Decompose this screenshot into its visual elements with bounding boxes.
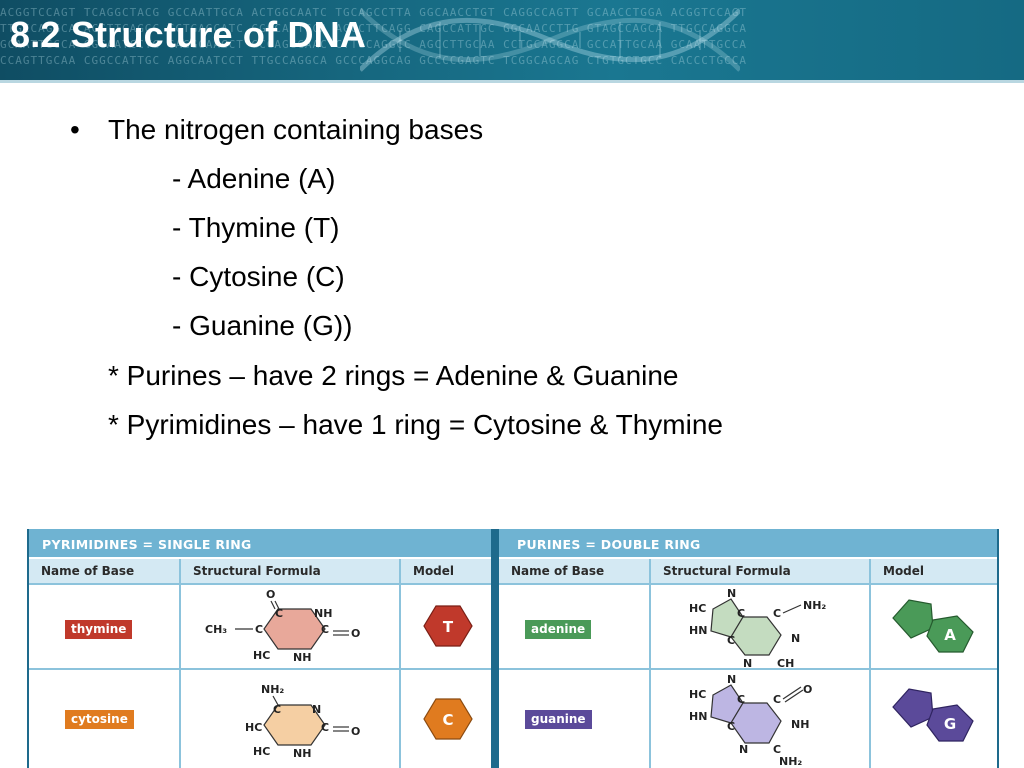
svg-text:A: A [944, 626, 956, 644]
svg-text:NH₂: NH₂ [261, 683, 284, 696]
guanine-model-icon: G [892, 688, 974, 742]
svg-text:C: C [273, 703, 281, 716]
base-item: - Guanine (G)) [172, 310, 353, 341]
thymine-label: thymine [65, 620, 133, 639]
svg-text:HC: HC [253, 745, 270, 758]
base-item: - Adenine (A) [172, 163, 336, 194]
svg-text:C: C [737, 607, 745, 620]
col-structural-formula: Structural Formula [651, 559, 869, 583]
svg-text:C: C [773, 743, 781, 756]
sequence-decoration: GCAATTGCCA GGCAATCCTG CAGGCAACCT GCCAGGC… [0, 38, 748, 51]
svg-text:CH₃: CH₃ [205, 623, 227, 636]
cytosine-label: cytosine [65, 710, 134, 729]
svg-text:O: O [266, 588, 275, 601]
guanine-label: guanine [525, 710, 592, 729]
sequence-decoration: ACGGTCCAGT TCAGGCTACG GCCAATTGCA ACTGGCA… [0, 6, 748, 19]
purines-note: * Purines – have 2 rings = Adenine & Gua… [108, 360, 679, 391]
dna-helix-decoration [360, 8, 740, 72]
adenine-structural-formula: N HC HN C C C NH₂ N N CH [689, 587, 826, 667]
svg-text:G: G [944, 715, 956, 733]
cytosine-model-icon: C [423, 698, 473, 740]
svg-text:NH: NH [791, 718, 809, 731]
adenine-model-icon: A [892, 599, 974, 653]
sequence-decoration: TTGCCAGGCA ACGTTCAGGC CCTGAGCATC GGCCATT… [0, 22, 748, 35]
col-model: Model [871, 559, 997, 583]
svg-text:HC: HC [253, 649, 270, 662]
cytosine-structural-formula: NH₂ C N HC C O HC NH [245, 683, 360, 760]
pyrimidines-note: * Pyrimidines – have 1 ring = Cytosine &… [108, 409, 723, 440]
base-item: - Thymine (T) [172, 212, 340, 243]
slide-title: 8.2 Structure of DNA [10, 14, 367, 55]
pyrimidines-table: PYRIMIDINES = SINGLE RING Name of Base S… [29, 529, 491, 768]
svg-text:O: O [803, 683, 812, 696]
sequence-decoration: CCAGTTGCAA CGGCCATTGC AGGCAATCCT TTGCCAG… [0, 54, 748, 67]
svg-text:C: C [321, 623, 329, 636]
svg-text:HC: HC [689, 602, 706, 615]
svg-text:N: N [739, 743, 748, 756]
svg-text:NH: NH [314, 607, 332, 620]
bullet-main: The nitrogen containing bases [108, 114, 484, 145]
svg-text:N: N [727, 673, 736, 686]
col-name-of-base: Name of Base [29, 559, 179, 583]
svg-text:C: C [773, 607, 781, 620]
svg-text:HC: HC [245, 721, 262, 734]
svg-text:NH₂: NH₂ [803, 599, 826, 612]
svg-text:O: O [351, 725, 360, 738]
guanine-structural-formula: N HC HN C C C O NH N C NH₂ [689, 673, 812, 765]
svg-text:C: C [275, 607, 283, 620]
svg-text:HN: HN [689, 710, 707, 723]
svg-text:C: C [737, 693, 745, 706]
purines-table: PURINES = DOUBLE RING Name of Base Struc… [499, 529, 997, 768]
svg-text:CH: CH [777, 657, 794, 667]
adenine-label: adenine [525, 620, 592, 639]
svg-text:C: C [773, 693, 781, 706]
bases-figure: PYRIMIDINES = SINGLE RING Name of Base S… [27, 529, 999, 768]
svg-text:HN: HN [689, 624, 707, 637]
thymine-structural-formula: O C NH CH₃ C C O HC NH [205, 588, 360, 664]
svg-text:N: N [743, 657, 752, 667]
col-name-of-base: Name of Base [499, 559, 649, 583]
thymine-model-icon: T [423, 605, 473, 647]
col-model: Model [401, 559, 491, 583]
header-divider [0, 80, 1024, 83]
svg-text:T: T [443, 618, 454, 636]
svg-text:N: N [727, 587, 736, 600]
svg-text:NH: NH [293, 651, 311, 664]
svg-text:C: C [442, 711, 453, 729]
svg-text:C: C [255, 623, 263, 636]
base-item: - Cytosine (C) [172, 261, 345, 292]
svg-text:C: C [321, 721, 329, 734]
svg-text:HC: HC [689, 688, 706, 701]
svg-text:NH₂: NH₂ [779, 755, 802, 765]
purines-heading: PURINES = DOUBLE RING [499, 529, 997, 557]
bullet-icon: • [70, 114, 80, 145]
svg-text:C: C [727, 720, 735, 733]
svg-text:N: N [791, 632, 800, 645]
svg-text:NH: NH [293, 747, 311, 760]
svg-text:O: O [351, 627, 360, 640]
col-structural-formula: Structural Formula [181, 559, 399, 583]
title-banner: ACGGTCCAGT TCAGGCTACG GCCAATTGCA ACTGGCA… [0, 0, 1024, 80]
pyrimidines-heading: PYRIMIDINES = SINGLE RING [29, 529, 491, 557]
svg-text:C: C [727, 634, 735, 647]
svg-text:N: N [312, 703, 321, 716]
